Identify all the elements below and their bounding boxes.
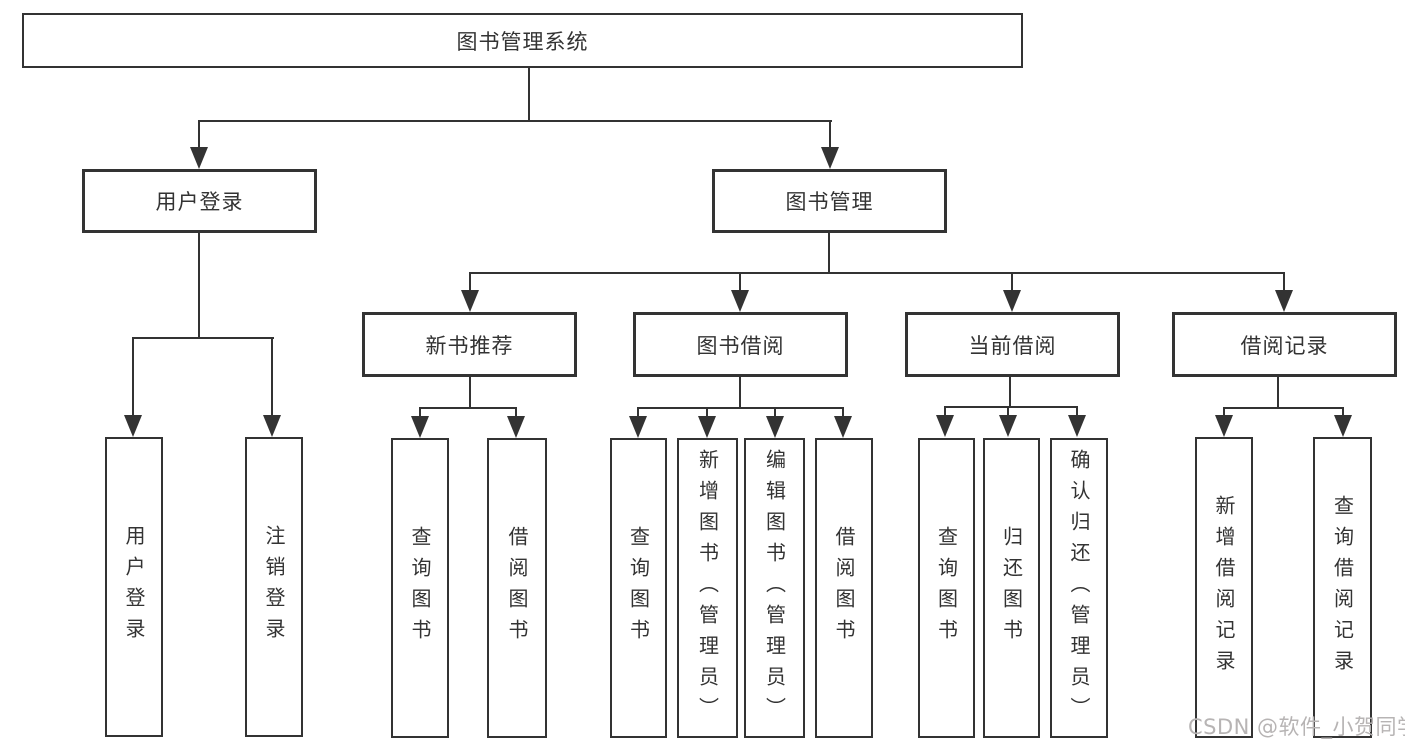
node-book-mgmt: 图书管理 [712, 169, 947, 233]
connector-borrowrecords-rail [1223, 407, 1344, 409]
arrow-down-icon [766, 416, 784, 438]
connector-leaf-drop [774, 407, 776, 417]
leaf-user-login: 用户登录 [105, 437, 163, 737]
node-user-login: 用户登录 [82, 169, 317, 233]
connector-mgmt-stem [828, 233, 830, 272]
node-new-books: 新书推荐 [362, 312, 577, 377]
arrow-down-icon [936, 415, 954, 437]
connector-leaf-drop [1007, 406, 1009, 416]
connector-user-login-drop [198, 120, 200, 150]
connector-currentborrow-stem [1009, 377, 1011, 406]
connector-level3-drop [1283, 272, 1285, 292]
connector-level2-rail [198, 120, 832, 122]
leaf-query-borrow-record: 查询借阅记录 [1313, 437, 1372, 738]
connector-leaf-drop [419, 407, 421, 417]
connector-leaf-drop [515, 407, 517, 417]
connector-leaf-drop [637, 407, 639, 417]
leaf-return-books: 归还图书 [983, 438, 1040, 738]
connector-user-stem [198, 233, 200, 337]
connector-user-leaf-drop [132, 337, 134, 417]
node-book-borrow: 图书借阅 [633, 312, 848, 377]
arrow-down-icon [461, 290, 479, 312]
arrow-down-icon [507, 416, 525, 438]
arrow-down-icon [821, 147, 839, 169]
connector-root-stem [528, 68, 530, 120]
connector-leaf-drop [1223, 407, 1225, 417]
connector-user-rail [132, 337, 274, 339]
arrow-down-icon [1068, 415, 1086, 437]
connector-leaf-drop [706, 407, 708, 417]
leaf-user-logout: 注销登录 [245, 437, 303, 737]
leaf-borrow-books: 借阅图书 [487, 438, 547, 738]
leaf-edit-books-admin: 编辑图书（管理员） [744, 438, 805, 738]
arrow-down-icon [629, 416, 647, 438]
connector-leaf-drop [944, 406, 946, 416]
connector-level3-drop [739, 272, 741, 292]
connector-newbooks-rail [419, 407, 517, 409]
connector-leaf-drop [1076, 406, 1078, 416]
leaf-query-books: 查询图书 [918, 438, 975, 738]
connector-borrowrecords-stem [1277, 377, 1279, 407]
leaf-add-borrow-record: 新增借阅记录 [1195, 437, 1253, 738]
connector-newbooks-stem [469, 377, 471, 407]
arrow-down-icon [1215, 415, 1233, 437]
leaf-add-books-admin: 新增图书（管理员） [677, 438, 738, 738]
connector-currentborrow-rail [944, 406, 1078, 408]
connector-level3-drop [469, 272, 471, 292]
connector-leaf-drop [842, 407, 844, 417]
leaf-confirm-return-admin: 确认归还（管理员） [1050, 438, 1108, 738]
arrow-down-icon [999, 415, 1017, 437]
connector-level3-drop [1011, 272, 1013, 292]
arrow-down-icon [1334, 415, 1352, 437]
node-current-borrow: 当前借阅 [905, 312, 1120, 377]
connector-level3-rail [469, 272, 1285, 274]
arrow-down-icon [263, 415, 281, 437]
connector-bookborrow-stem [739, 377, 741, 407]
csdn-watermark: CSDN @软件_小贺同学 [1188, 715, 1405, 739]
arrow-down-icon [1003, 290, 1021, 312]
connector-bookborrow-rail [637, 407, 844, 409]
arrow-down-icon [124, 415, 142, 437]
leaf-query-books: 查询图书 [391, 438, 449, 738]
leaf-query-books: 查询图书 [610, 438, 667, 738]
connector-user-leaf-drop [271, 337, 273, 417]
arrow-down-icon [190, 147, 208, 169]
arrow-down-icon [731, 290, 749, 312]
arrow-down-icon [1275, 290, 1293, 312]
arrow-down-icon [411, 416, 429, 438]
arrow-down-icon [834, 416, 852, 438]
arrow-down-icon [698, 416, 716, 438]
connector-book-mgmt-drop [829, 120, 831, 150]
node-borrow-records: 借阅记录 [1172, 312, 1397, 377]
connector-leaf-drop [1342, 407, 1344, 417]
leaf-borrow-books: 借阅图书 [815, 438, 873, 738]
node-root: 图书管理系统 [22, 13, 1023, 68]
